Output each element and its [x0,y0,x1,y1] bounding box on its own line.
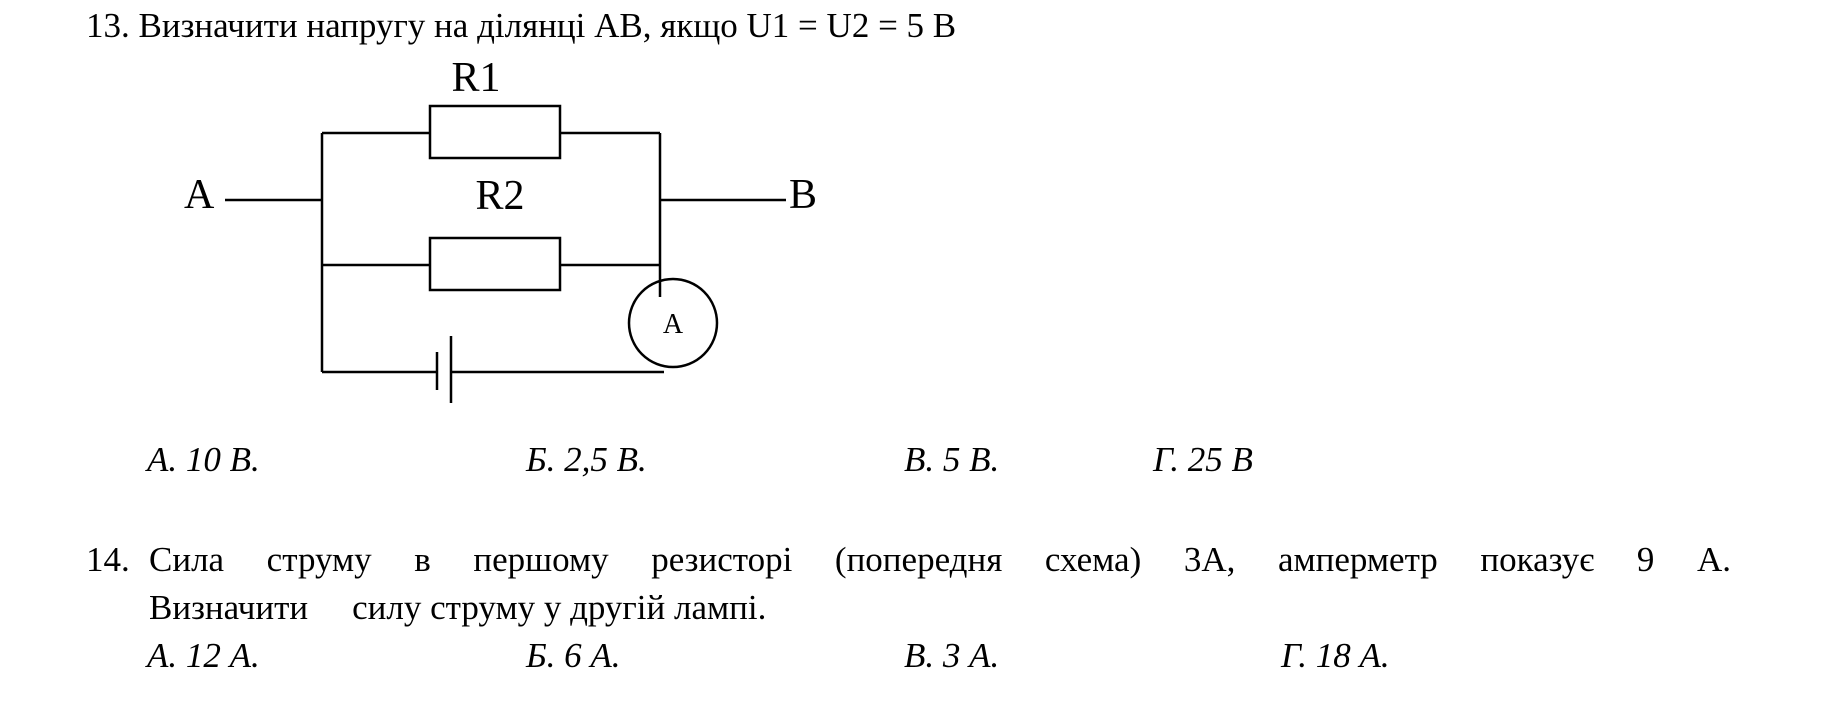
resistor-r2 [428,236,562,292]
question-14-line-2-part-b: силу струму у другій лампі. [352,588,767,627]
q13-answer-g: Г. 25 В [1153,440,1253,479]
question-14-line-2: Визначити силу струму у другій лампі. [149,588,766,628]
ammeter-circle [627,277,719,369]
question-13-number: 13. [86,6,130,45]
q14-answer-g: Г. 18 А. [1281,636,1390,675]
terminal-b-label: B [789,172,817,218]
label-r2: R2 [475,173,524,219]
q13-answer-v: В. 5 В. [904,440,1000,479]
question-14-number: 14. [86,540,130,579]
q14-answer-v: В. 3 А. [904,636,1000,675]
question-13-text: 13. Визначити напругу на ділянці АВ, якщ… [86,6,956,46]
q14-answer-a: А. 12 А. [147,636,260,675]
q14-answer-b: Б. 6 А. [526,636,621,675]
label-r1: R1 [451,55,500,101]
question-14-line-2-part-a: Визначити [149,588,309,627]
question-14-line-1-text: Сила струму в першому резисторі (поперед… [149,540,1731,579]
resistor-r1 [428,104,562,160]
q13-answer-a: А. 10 В. [147,440,260,479]
q13-answer-b: Б. 2,5 В. [526,440,647,479]
ammeter-label: A [663,309,684,340]
terminal-a-label: A [184,172,215,218]
question-13-body: Визначити напругу на ділянці АВ, якщо U1… [138,6,957,45]
question-14-line-1: 14. Сила струму в першому резисторі (поп… [86,540,1731,580]
